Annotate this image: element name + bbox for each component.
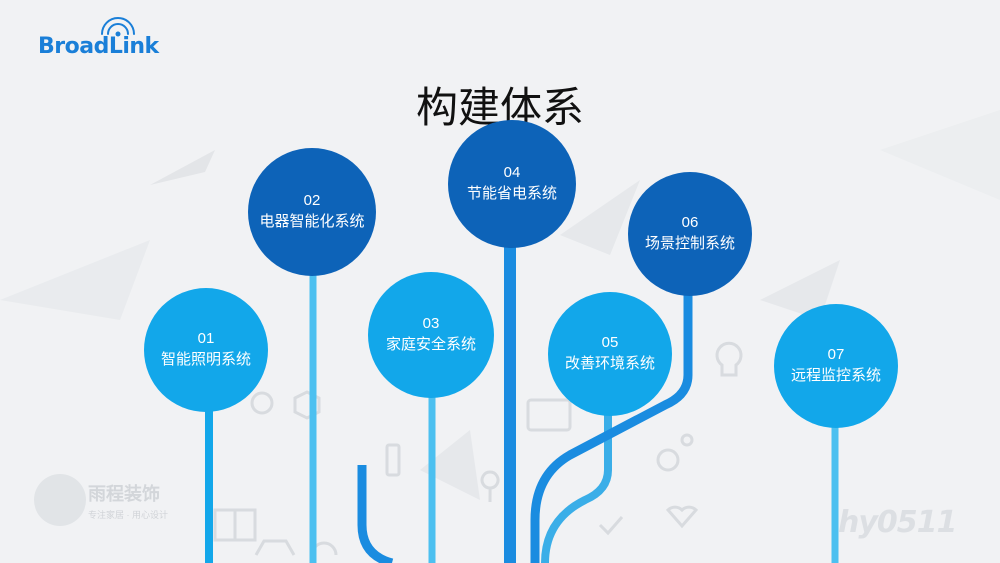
bg-icons: [213, 341, 743, 556]
node-label: 节能省电系统: [466, 185, 557, 202]
bg-triangle: [880, 110, 1000, 200]
book-icon: [213, 508, 257, 542]
node-number: 03: [422, 315, 440, 332]
bulb-icon: [715, 341, 743, 377]
watermark-left: 雨程装饰: [88, 484, 160, 504]
stems: [205, 220, 839, 563]
gear-small-icon: [680, 433, 694, 447]
bg-triangle: [150, 150, 215, 185]
car-icon: [254, 539, 296, 556]
stem-06: [530, 292, 693, 563]
node-number: 04: [503, 164, 521, 181]
node-label: 改善环境系统: [564, 355, 655, 372]
node-label: 场景控制系统: [644, 235, 735, 252]
brand-logo: BroadLink: [38, 16, 168, 66]
sun-icon: [250, 391, 274, 415]
node-number: 02: [303, 192, 321, 209]
bg-triangle: [420, 430, 480, 500]
node-06: 06 场景控制系统: [628, 172, 752, 296]
node-07: 07 远程监控系统: [774, 304, 898, 428]
location-icon: [480, 470, 500, 503]
gear-icon: [656, 448, 680, 472]
wifi-arcs-icon: [101, 17, 135, 37]
node-label: 家庭安全系统: [385, 336, 476, 353]
stem-05: [541, 400, 612, 563]
node-04: 04 节能省电系统: [448, 120, 576, 248]
node-number: 01: [197, 330, 215, 347]
check-icon: [598, 516, 624, 536]
node-03: 03 家庭安全系统: [368, 272, 494, 398]
node-number: 06: [681, 214, 699, 231]
node-01: 01 智能照明系统: [144, 288, 268, 412]
brand-logo-text: BroadLink: [38, 34, 159, 59]
bg-triangle: [0, 240, 150, 320]
node-02: 02 电器智能化系统: [248, 148, 376, 276]
battery-icon: [385, 443, 401, 477]
bg-triangle: [560, 180, 640, 255]
watermark-right: hy0511: [838, 505, 957, 540]
box-icon: [293, 390, 321, 420]
heart-icon: [665, 505, 699, 529]
node-label: 智能照明系统: [160, 351, 251, 368]
node-label: 远程监控系统: [790, 367, 881, 384]
node-number: 07: [827, 346, 845, 363]
node-label: 电器智能化系统: [259, 213, 365, 230]
watermark-left-sub: 专注家居 · 用心设计: [88, 510, 168, 520]
watermark-logo-icon: [34, 474, 86, 526]
stem-hook: [357, 465, 394, 563]
node-05: 05 改善环境系统: [548, 292, 672, 416]
chat-icon: [526, 398, 572, 432]
node-number: 05: [601, 334, 619, 351]
